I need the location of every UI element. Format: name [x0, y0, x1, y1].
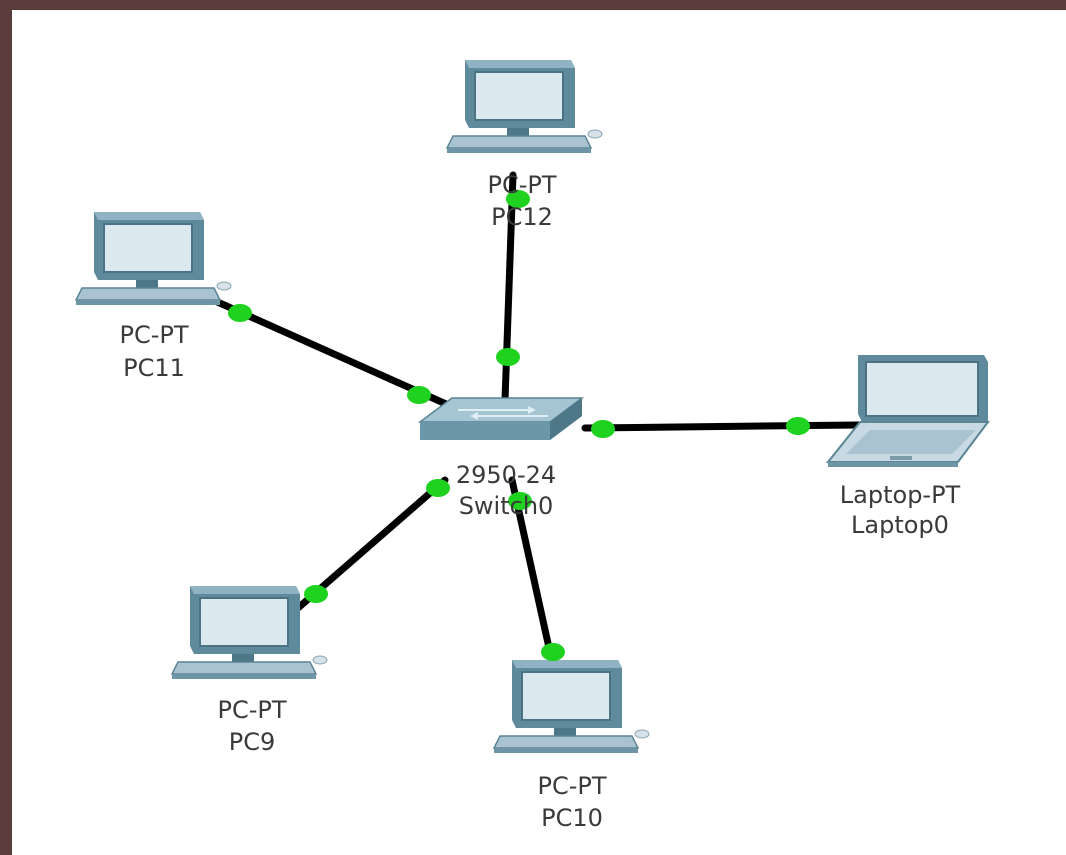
- status-light: [508, 492, 532, 510]
- switch-model-label: 2950-24: [456, 461, 556, 489]
- laptop0-icon[interactable]: [827, 354, 989, 468]
- labels: PC-PT PC12 PC-PT PC11 2950-24 Switch0 La…: [119, 171, 960, 832]
- laptop0-model-label: Laptop-PT: [840, 481, 961, 509]
- pc12-model-label: PC-PT: [487, 171, 556, 199]
- topology-workspace[interactable]: PC-PT PC12 PC-PT PC11 2950-24 Switch0 La…: [12, 10, 1066, 855]
- switch-name-label: Switch0: [459, 492, 554, 520]
- pc9-name-label: PC9: [229, 728, 276, 756]
- pc10-name-label: PC10: [541, 804, 603, 832]
- status-light: [786, 417, 810, 435]
- topology-diagram: PC-PT PC12 PC-PT PC11 2950-24 Switch0 La…: [75, 59, 989, 832]
- pc9-model-label: PC-PT: [217, 696, 286, 724]
- pc11-icon[interactable]: [75, 211, 232, 306]
- link-pc10[interactable]: [508, 476, 559, 679]
- status-light: [407, 386, 431, 404]
- status-light: [228, 304, 252, 322]
- link-laptop0[interactable]: [581, 421, 862, 432]
- pc10-model-label: PC-PT: [537, 772, 606, 800]
- pc12-icon[interactable]: [446, 59, 603, 154]
- status-light: [591, 420, 615, 438]
- link-status-lights: [228, 190, 810, 661]
- status-light: [496, 348, 520, 366]
- status-light: [426, 479, 450, 497]
- status-light: [541, 643, 565, 661]
- status-light: [506, 190, 530, 208]
- pc10-icon[interactable]: [493, 659, 650, 754]
- pc11-model-label: PC-PT: [119, 321, 188, 349]
- pc11-name-label: PC11: [123, 354, 185, 382]
- pc12-name-label: PC12: [491, 203, 553, 231]
- switch-icon[interactable]: [419, 397, 583, 441]
- laptop0-name-label: Laptop0: [851, 511, 949, 539]
- status-light: [304, 585, 328, 603]
